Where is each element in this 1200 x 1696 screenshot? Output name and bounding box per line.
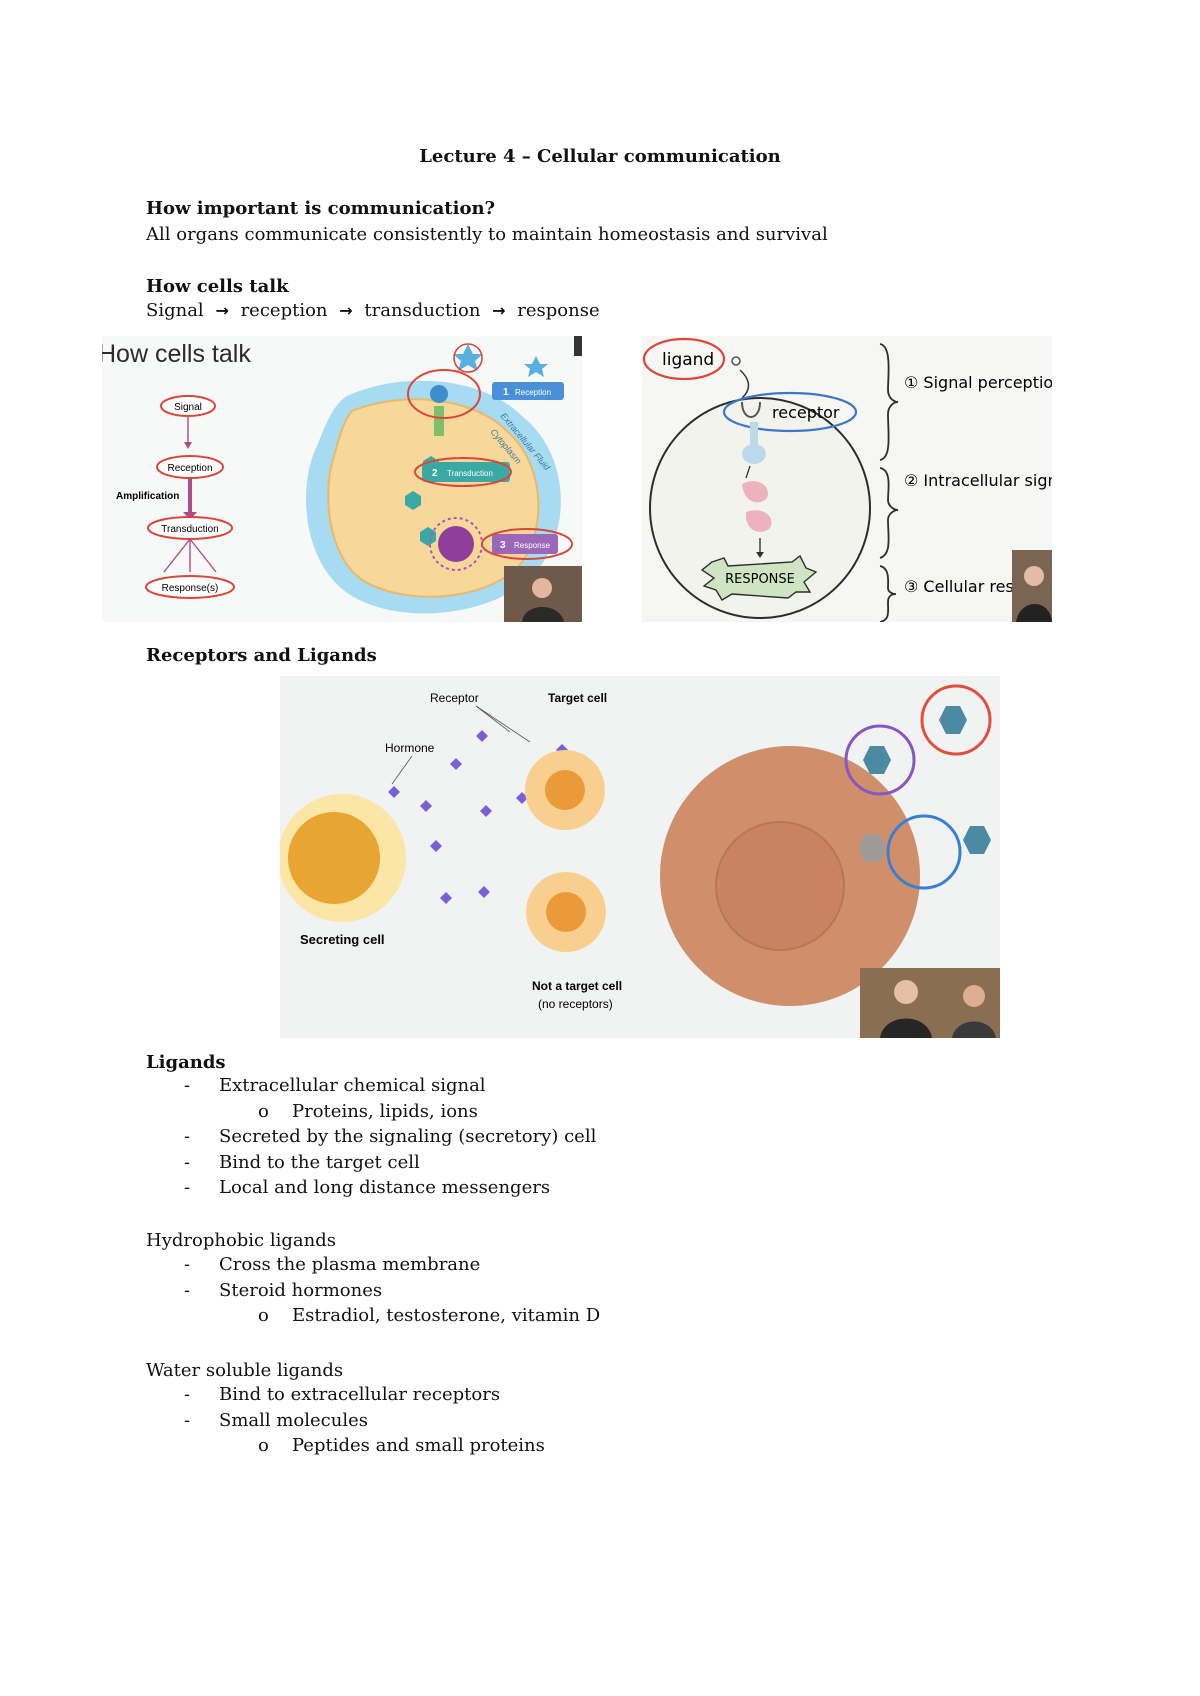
flow-reception: reception: [240, 300, 328, 321]
receptor-label: receptor: [772, 403, 840, 422]
heading-ligands: Ligands: [146, 1052, 226, 1073]
flow-signal: Signal: [146, 300, 204, 321]
arrow-icon: →: [339, 301, 353, 320]
svg-text:Response(s): Response(s): [162, 583, 219, 594]
flow-response: response: [517, 300, 600, 321]
not-target-cell-label: Not a target cell: [532, 979, 622, 993]
svg-text:Response: Response: [514, 541, 551, 550]
heading-hydrophobic: Hydrophobic ligands: [146, 1230, 336, 1251]
heading-water-soluble: Water soluble ligands: [146, 1360, 344, 1381]
no-receptors-label: (no receptors): [538, 997, 613, 1011]
webcam-inset: [1012, 550, 1052, 622]
webcam-inset: [504, 566, 582, 622]
list-item: -Small molecules: [184, 1409, 369, 1431]
paragraph-importance: All organs communicate consistently to m…: [146, 224, 828, 245]
list-item: -Cross the plasma membrane: [184, 1254, 481, 1275]
svg-text:Transduction: Transduction: [447, 469, 493, 478]
response-label: RESPONSE: [725, 572, 795, 587]
svg-text:Reception: Reception: [167, 463, 212, 474]
list-item: -Extracellular chemical signal: [184, 1075, 486, 1096]
flow-transduction: transduction: [364, 300, 481, 321]
heading-receptors-ligands: Receptors and Ligands: [146, 645, 377, 666]
svg-text:2: 2: [432, 468, 438, 479]
figure-signal-steps: ligand receptor RESPONSE ① Signal percep…: [642, 336, 1052, 622]
list-item: -Steroid hormones: [184, 1279, 383, 1301]
flow-diagram: Signal Reception Amplification Transduct…: [116, 395, 235, 599]
figure-receptors-ligands: Secreting cell Hormone Receptor: [280, 676, 1000, 1038]
list-item: -Local and long distance messengers: [184, 1177, 551, 1198]
hormone-label: Hormone: [385, 741, 435, 755]
svg-text:Reception: Reception: [515, 388, 551, 397]
arrow-icon: →: [215, 301, 229, 320]
svg-text:Signal: Signal: [174, 402, 202, 413]
page-title: Lecture 4 – Cellular communication: [419, 146, 781, 167]
receptor-label: Receptor: [430, 691, 479, 705]
svg-text:Transduction: Transduction: [161, 524, 218, 535]
secreting-cell-label: Secreting cell: [300, 932, 385, 947]
arrow-icon: →: [492, 301, 506, 320]
signal-flow-line: Signal → reception → transduction → resp…: [146, 300, 600, 321]
heading-how-cells-talk: How cells talk: [146, 276, 289, 297]
heading-importance: How important is communication?: [146, 198, 496, 219]
step2-label: ② Intracellular signal transduction: [904, 471, 1052, 490]
list-item: -Bind to extracellular receptors: [184, 1384, 501, 1405]
hydrophobic-list: -Cross the plasma membrane -Steroid horm…: [146, 1252, 1046, 1329]
list-item: -Secreted by the signaling (secretory) c…: [184, 1126, 597, 1147]
svg-text:1: 1: [503, 387, 509, 398]
cell-illustration: Extracellular Fluid Cytoplasm 1 Receptio…: [306, 343, 573, 614]
ligand-label: ligand: [662, 350, 714, 370]
step1-label: ① Signal perception: [904, 373, 1052, 392]
figure1-title: How cells talk: [102, 340, 251, 368]
webcam-inset: [860, 968, 1000, 1038]
figure-how-cells-talk: How cells talk Signal Reception Amplific…: [102, 336, 582, 622]
water-soluble-list: -Bind to extracellular receptors -Small …: [146, 1382, 1046, 1459]
svg-text:3: 3: [500, 540, 506, 551]
list-item: -Bind to the target cell: [184, 1151, 420, 1173]
target-cell-label: Target cell: [548, 691, 607, 705]
svg-text:Amplification: Amplification: [116, 491, 179, 502]
